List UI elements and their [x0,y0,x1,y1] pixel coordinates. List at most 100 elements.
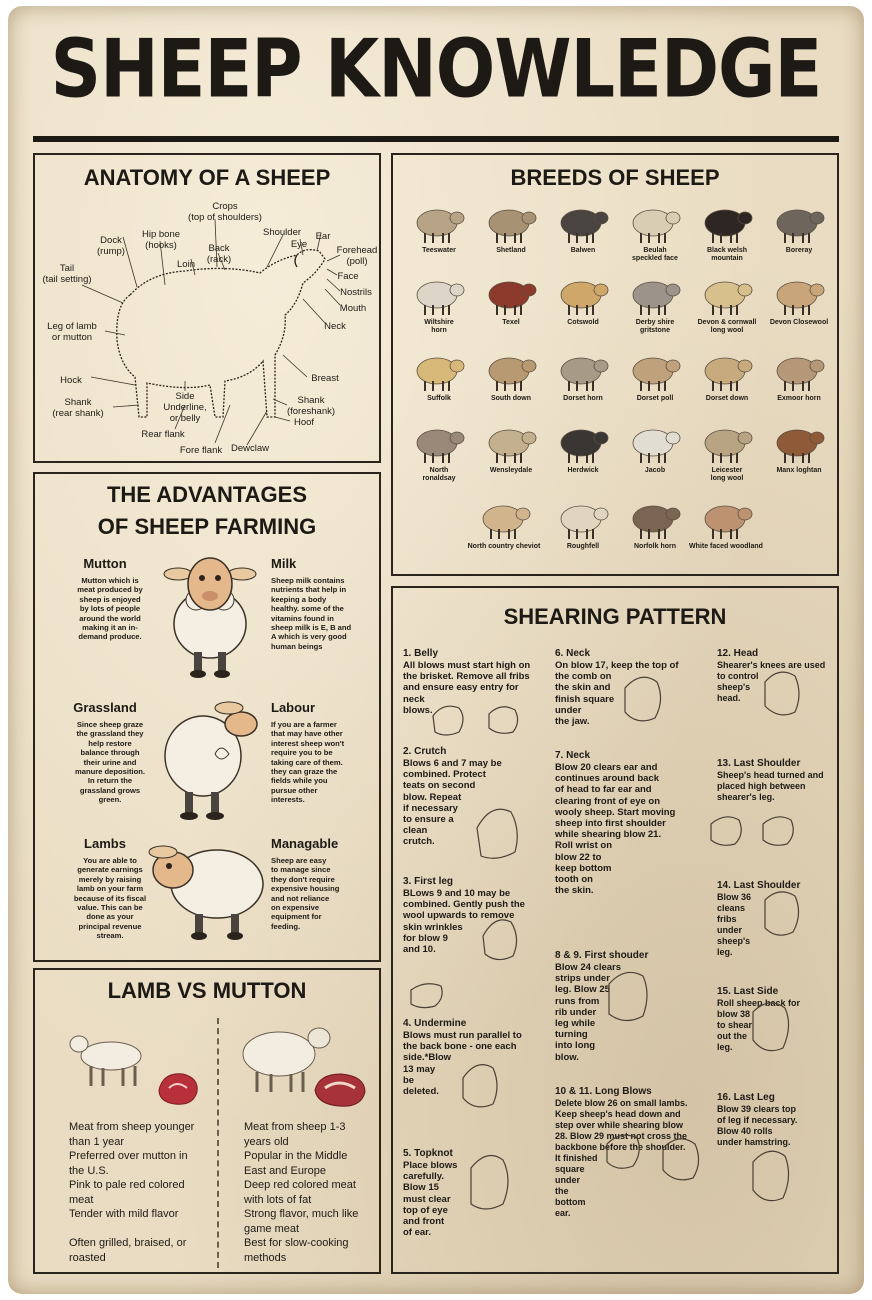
cartoon-sheep-front [163,557,257,678]
milk-title: Milk [271,556,297,571]
mutton-fact-line: game meat [244,1222,300,1235]
breed-name: Herdwick [567,467,599,474]
mutton-sheep-illustration [242,1027,331,1092]
step-8-title: 8 & 9. First shouder [555,950,649,961]
step-10-text: Delete blow 26 on small lambs. Keep shee… [555,1098,688,1218]
step-2-text: Blows 6 and 7 may be combined. Protect t… [403,758,502,848]
breed-item: Balwen [547,203,619,271]
lamb-fact-line: Pink to pale red colored [69,1179,185,1191]
breed-item: Derby shire gritstone [619,275,691,343]
managable-text: Sheep are easy to manage since they don'… [271,856,340,931]
label-forehead: Forehead (poll) [336,245,378,267]
label-mouth: Mouth [339,303,367,314]
lamb-fact-line: Meat from sheep younger [69,1121,195,1133]
step-13-title: 13. Last Shoulder [717,758,801,769]
label-dewclaw: Dewclaw [230,443,269,454]
step-14-title: 14. Last Shoulder [717,880,801,891]
label-side: Side Underline, or belly [163,391,207,424]
breed-name: Dorset horn [563,395,603,402]
breed-item: Shetland [475,203,547,271]
mutton-title: Mutton [83,556,127,571]
breed-photo [488,429,537,463]
label-nostrils: Nostrils [340,287,372,298]
step-6-text: On blow 17, keep the top of the comb on … [555,660,679,728]
breed-item: Wensleydale [475,423,547,491]
shearing-step-10: 10 & 11. Long Blows Delete blow 26 on sm… [555,1086,715,1219]
breed-name: Shetland [496,247,526,254]
breed-photo [776,281,825,315]
breed-photo [632,505,681,539]
step-6-title: 6. Neck [555,648,591,659]
breed-name: Manx loghtan [776,467,822,474]
grassland-text: Since sheep graze the grassland they hel… [74,720,146,805]
label-shank-rear: Shank (rear shank) [52,397,104,419]
breed-photo [416,357,465,391]
breed-photo [488,357,537,391]
lamb-fact-line: the U.S. [69,1164,109,1177]
lamb-vs-mutton-heading: LAMB VS MUTTON [107,978,307,1003]
advantages-heading-2: OF SHEEP FARMING [97,514,317,539]
breed-item: Manx loghtan [763,423,835,491]
lamb-fact-line: meat [69,1193,94,1206]
anatomy-panel: ANATOMY OF A SHEEP [33,153,381,463]
step-16-title: 16. Last Leg [717,1092,775,1103]
breed-photo [632,429,681,463]
breed-name: Leicester long wool [710,467,744,482]
lamb-fact-line: than 1 year [69,1135,125,1148]
breed-item: Cotswold [547,275,619,343]
breed-photo [560,281,609,315]
step-1-title: 1. Belly [403,648,439,659]
lamb-illustration [69,1035,142,1086]
breed-item: Exmoor horn [763,351,835,419]
breed-photo [488,281,537,315]
breed-item: Black welsh mountain [691,203,763,271]
breed-item: Dorset poll [619,351,691,419]
breed-name: Balwen [570,247,596,254]
step-4-text: Blows must run parallel to the back bone… [403,1030,522,1098]
step-7-text: Blow 20 clears ear and continues around … [555,762,676,897]
mutton-meat-icon [314,1073,366,1107]
breed-name: North ronaldsay [422,467,456,482]
grassland-title: Grassland [73,700,137,715]
step-16-text: Blow 39 clears top of leg if necessary. … [717,1104,798,1147]
breed-photo [560,505,609,539]
step-12-text: Shearer's knees are used to control shee… [717,660,826,703]
breed-photo [704,209,753,243]
breed-name: Norfolk horn [634,543,676,550]
shearing-step-7: 7. Neck Blow 20 clears ear and continues… [555,750,705,896]
mutton-fact-line: Strong flavor, much like [244,1208,359,1220]
breed-item: Dorset horn [547,351,619,419]
breed-photo [776,209,825,243]
breed-photo [482,505,531,539]
shearing-panel: SHEARING PATTERN 1. Belly All blows must… [391,586,839,1274]
breed-name: White faced woodland [689,543,763,550]
label-leg-of-lamb: Leg of lamb or mutton [47,321,97,343]
breed-name: Beulah speckled face [632,247,678,262]
breed-item: Leicester long wool [691,423,763,491]
breed-item: Texel [475,275,547,343]
shearing-step-2: 2. Crutch Blows 6 and 7 may be combined.… [403,746,553,848]
breed-item: South down [475,351,547,419]
breed-name: Wensleydale [489,467,533,474]
breed-name: Derby shire gritstone [635,319,675,334]
breed-photo [560,209,609,243]
shearing-step-16: 16. Last Leg Blow 39 clears top of leg i… [717,1092,837,1148]
breed-photo [416,281,465,315]
breed-name: Wiltshire horn [424,319,454,334]
step-3-text: BLows 9 and 10 may be combined. Gently p… [403,888,525,956]
advantages-panel: THE ADVANTAGES OF SHEEP FARMING Mutton M… [33,472,381,962]
step-5-text: Place blows carefully. Blow 15 must clea… [403,1160,458,1239]
mutton-fact-line: Best for slow-cooking [244,1237,349,1249]
step-12-title: 12. Head [717,648,759,659]
shearing-step-13: 13. Last Shoulder Sheep's head turned an… [717,758,837,803]
breed-photo [560,429,609,463]
breed-name: Exmoor horn [777,395,821,402]
step-5-title: 5. Topknot [403,1148,453,1159]
breed-name: Roughfell [566,543,600,550]
cartoon-sheep-back [164,701,258,820]
breed-item: Herdwick [547,423,619,491]
breed-photo [416,429,465,463]
mutton-text: Mutton which is meat produced by sheep i… [77,576,143,642]
